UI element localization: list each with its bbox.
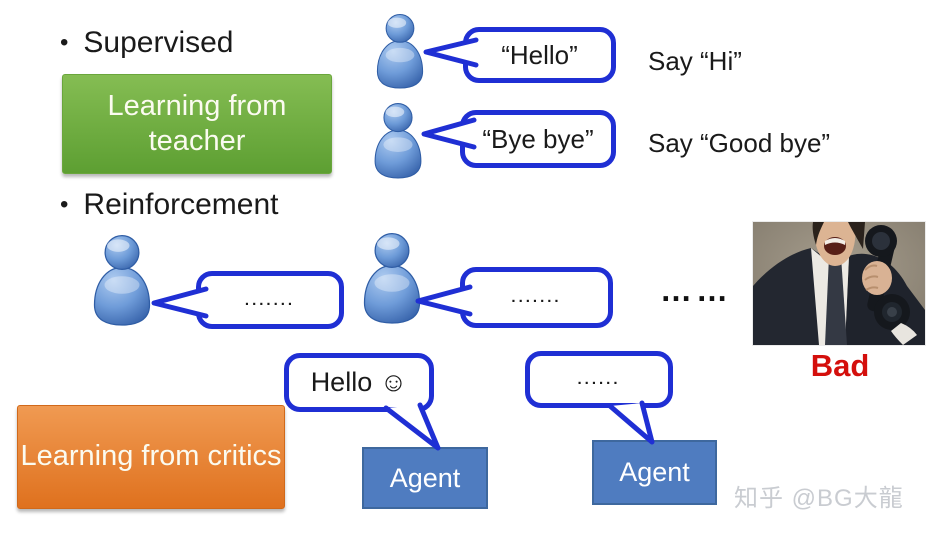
say-hi-label: Say “Hi” bbox=[648, 46, 742, 76]
speech-bubble-dots-1: ....... bbox=[196, 271, 344, 329]
bullet-supervised: • Supervised bbox=[60, 26, 234, 60]
bullet-icon: • bbox=[60, 29, 69, 56]
person-icon bbox=[93, 235, 151, 326]
bullet-icon: • bbox=[60, 191, 69, 218]
continuation-dots: …… bbox=[660, 272, 732, 308]
angry-man-photo bbox=[753, 222, 925, 345]
reinforcement-label: Reinforcement bbox=[83, 188, 279, 221]
learning-from-teacher-box: Learning from teacher bbox=[62, 74, 332, 174]
bullet-reinforcement: • Reinforcement bbox=[60, 188, 279, 222]
speech-bubble-dots-2: ....... bbox=[460, 267, 613, 328]
dots-text: ....... bbox=[511, 289, 562, 306]
person-icon bbox=[374, 103, 422, 179]
speech-bubble-hello-smiley: Hello ☺ bbox=[284, 353, 434, 412]
bubble-tail-down bbox=[383, 402, 441, 451]
learning-from-critics-box: Learning from critics bbox=[17, 405, 285, 509]
bubble-tail-left bbox=[151, 286, 209, 319]
person-icon bbox=[376, 14, 424, 89]
watermark: 知乎 @BG大龍 bbox=[734, 485, 904, 512]
supervised-label: Supervised bbox=[83, 26, 234, 59]
agent-box-2: Agent bbox=[592, 440, 717, 505]
bubble-tail-down bbox=[607, 400, 655, 445]
speech-bubble-byebye: “Bye bye” bbox=[460, 110, 616, 168]
bad-label: Bad bbox=[810, 348, 870, 383]
bubble-tail-left bbox=[415, 284, 473, 317]
agent-box-1: Agent bbox=[362, 447, 488, 509]
bubble-tail-left bbox=[421, 117, 477, 150]
dots-text: ...... bbox=[577, 371, 621, 388]
dots-text: ....... bbox=[244, 291, 296, 309]
say-goodbye-label: Say “Good bye” bbox=[648, 128, 831, 158]
speech-bubble-hello: “Hello” bbox=[463, 27, 616, 83]
speech-bubble-dots-3: ...... bbox=[525, 351, 673, 408]
bubble-tail-left bbox=[423, 37, 479, 68]
